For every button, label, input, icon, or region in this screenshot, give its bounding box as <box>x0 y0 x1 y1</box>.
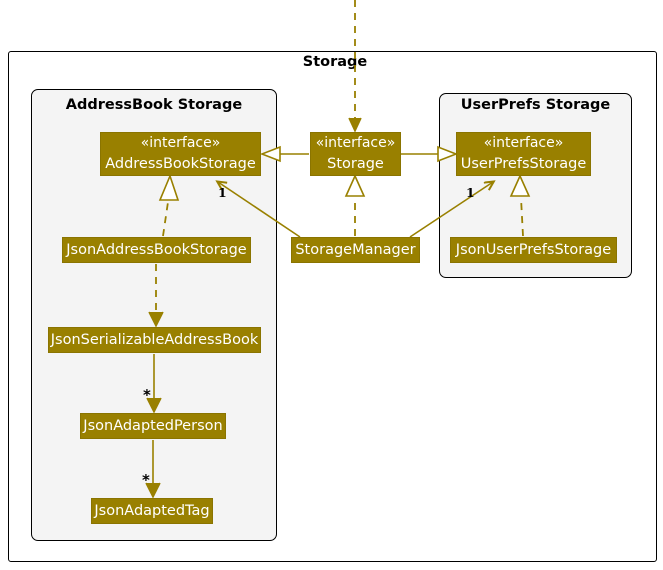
class-jsonadaptedperson-name: JsonAdaptedPerson <box>83 417 223 434</box>
class-userprefsstorage[interactable]: «interface» UserPrefsStorage <box>456 132 591 176</box>
class-addressbookstorage-stereotype: «interface» <box>140 134 221 151</box>
class-jsonuserprefsstorage-name: JsonUserPrefsStorage <box>455 241 612 258</box>
class-jsonaddressbookstorage[interactable]: JsonAddressBookStorage <box>62 237 251 263</box>
package-userprefs-storage-title: UserPrefs Storage <box>460 97 611 113</box>
class-jsonuserprefsstorage[interactable]: JsonUserPrefsStorage <box>450 237 617 263</box>
class-addressbookstorage[interactable]: «interface» AddressBookStorage <box>100 132 261 176</box>
class-storage-name: Storage <box>327 155 384 172</box>
class-jsonadaptedtag-name: JsonAdaptedTag <box>94 502 210 519</box>
class-storagemanager[interactable]: StorageManager <box>291 237 420 263</box>
class-storage-stereotype: «interface» <box>315 134 396 151</box>
class-jsonadaptedtag[interactable]: JsonAdaptedTag <box>91 498 213 524</box>
class-jsonadaptedperson[interactable]: JsonAdaptedPerson <box>80 413 226 439</box>
multiplicity-person-to-tag: * <box>142 471 150 489</box>
class-addressbookstorage-name: AddressBookStorage <box>105 155 256 172</box>
class-storage[interactable]: «interface» Storage <box>310 132 401 176</box>
class-jsonaddressbookstorage-name: JsonAddressBookStorage <box>66 241 247 258</box>
package-addressbook-storage-title: AddressBook Storage <box>65 97 243 113</box>
package-storage-title: Storage <box>302 54 368 70</box>
class-jsonserializableaddressbook[interactable]: JsonSerializableAddressBook <box>48 327 261 353</box>
class-storagemanager-name: StorageManager <box>295 241 416 258</box>
multiplicity-addressbookstorage: 1 <box>218 185 227 200</box>
class-userprefsstorage-name: UserPrefsStorage <box>460 155 587 172</box>
class-jsonserializableaddressbook-name: JsonSerializableAddressBook <box>50 331 259 348</box>
multiplicity-userprefsstorage: 1 <box>466 185 475 200</box>
class-userprefsstorage-stereotype: «interface» <box>483 134 564 151</box>
multiplicity-serializable-to-person: * <box>143 386 151 404</box>
